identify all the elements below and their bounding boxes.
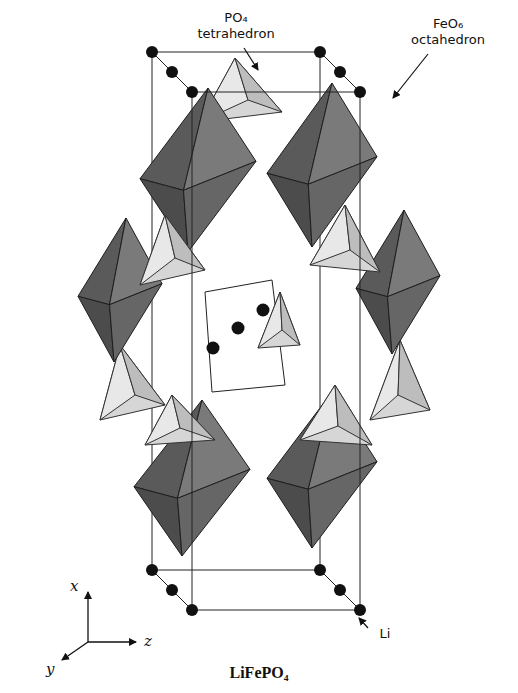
feo6-octahedron	[356, 288, 392, 354]
li-atom	[166, 66, 178, 78]
po4-tetrahedron	[310, 205, 380, 272]
leader-line	[359, 618, 368, 628]
axis-label: z	[144, 632, 158, 650]
li-atom	[186, 86, 198, 98]
li-atom	[314, 564, 326, 576]
feo6-octahedron	[267, 478, 312, 548]
li-atom	[207, 342, 220, 355]
polyhedra	[78, 58, 440, 556]
po4-tetrahedron	[100, 345, 165, 420]
axes	[62, 592, 136, 660]
li-atom	[354, 604, 366, 616]
po4-tetrahedron	[258, 292, 300, 348]
li-atom	[354, 86, 366, 98]
li-atom	[232, 322, 245, 335]
po4-tetrahedron	[258, 292, 282, 348]
axis-label: x	[70, 577, 84, 595]
po4-tetrahedron	[140, 215, 205, 285]
axis-arrow	[62, 642, 88, 660]
po4-tetrahedron	[345, 205, 380, 272]
feo6-octahedron	[110, 284, 163, 362]
leader-line	[393, 54, 428, 98]
li-atom	[186, 604, 198, 616]
feo6-octahedron	[267, 173, 312, 247]
feo6-octahedron	[308, 462, 377, 548]
li-atom	[334, 584, 346, 596]
cell-edge	[320, 570, 360, 610]
leader-line	[244, 48, 258, 70]
cell-edge	[320, 52, 360, 92]
po4-tetrahedron	[398, 340, 430, 410]
li-atom	[257, 304, 270, 317]
li-atom	[334, 66, 346, 78]
po4-tetrahedron	[165, 215, 205, 270]
li-atom	[146, 46, 158, 58]
li-atom	[146, 564, 158, 576]
feo6-octahedron	[78, 296, 114, 362]
axis-arrow	[87, 592, 88, 642]
leader-lines	[244, 48, 428, 628]
feo6-octahedron	[178, 469, 251, 556]
atom-label: Li	[370, 626, 400, 642]
po4-tetrahedron	[172, 395, 215, 440]
feo6-octahedron	[388, 276, 441, 354]
li-atom	[314, 46, 326, 58]
feo6-octahedron	[134, 487, 182, 556]
callout-label: PO₄ tetrahedron	[188, 10, 284, 41]
axis-label: y	[46, 660, 60, 678]
po4-tetrahedron	[300, 385, 338, 440]
li-atoms	[146, 46, 366, 616]
po4-tetrahedron	[310, 205, 350, 265]
li-atom	[166, 584, 178, 596]
callout-label: FeO₆ octahedron	[398, 16, 498, 47]
axis-arrow	[88, 641, 136, 642]
unit-cell-front	[152, 52, 360, 610]
feo6-octahedron	[184, 161, 257, 252]
channel-window	[205, 280, 285, 392]
po4-tetrahedron	[335, 385, 372, 445]
po4-tetrahedron	[280, 292, 300, 345]
cell-edge	[192, 92, 360, 610]
po4-tetrahedron	[145, 395, 215, 445]
po4-tetrahedron	[120, 345, 165, 405]
cell-edge	[152, 570, 192, 610]
po4-tetrahedron	[300, 385, 372, 445]
figure-caption: LiFePO₄	[0, 664, 518, 682]
cell-edge	[152, 52, 192, 92]
po4-tetrahedron	[370, 340, 400, 420]
po4-tetrahedron	[370, 340, 430, 420]
po4-tetrahedron	[235, 58, 282, 112]
